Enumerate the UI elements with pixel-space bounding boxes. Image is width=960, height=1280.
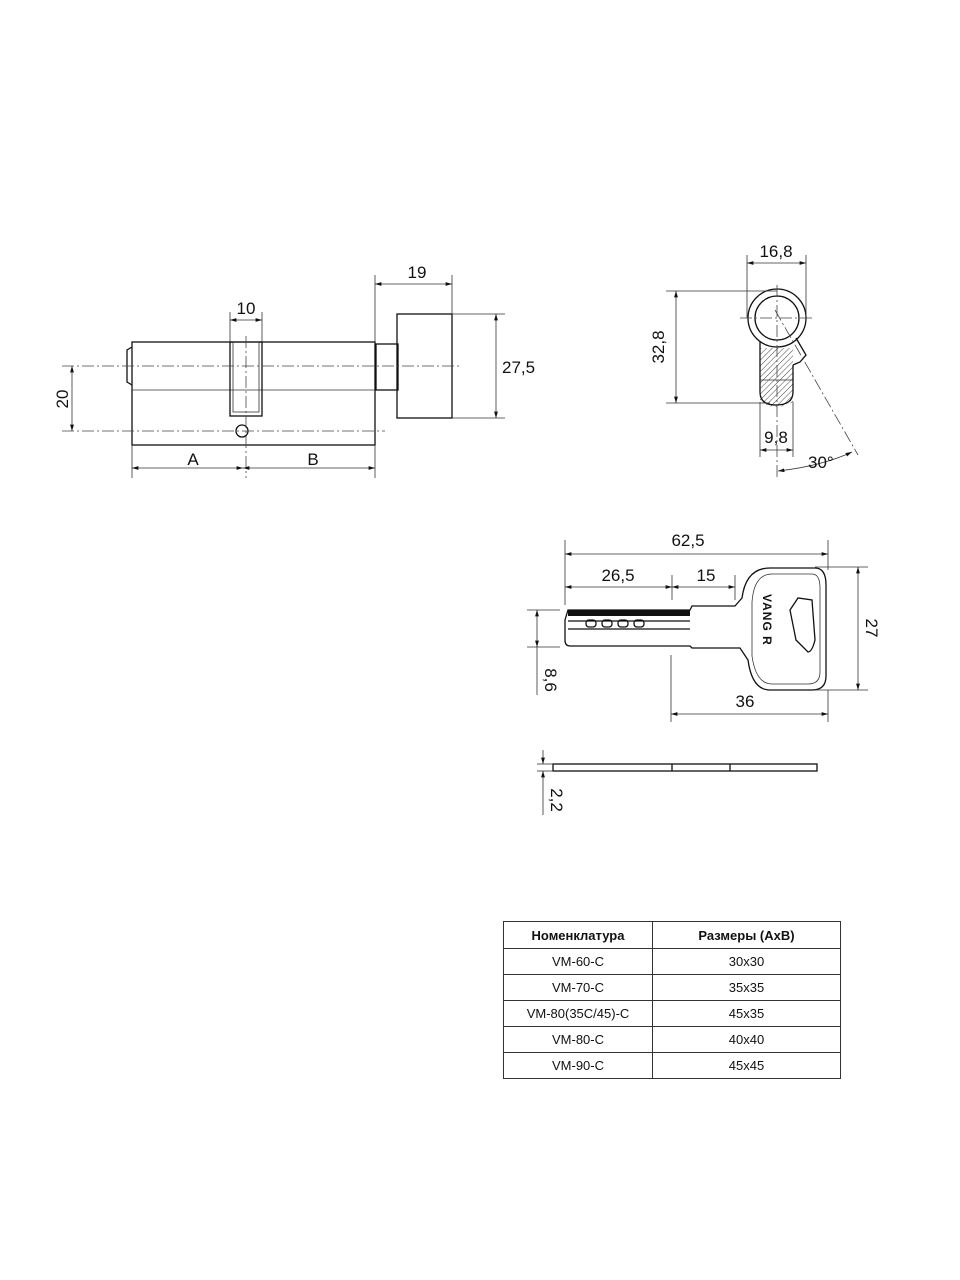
- cell-model: VM-60-C: [503, 948, 653, 975]
- dim-knob-height: 27,5: [502, 358, 535, 377]
- knob-neck: [375, 343, 399, 391]
- key-bow-hole: [789, 597, 816, 653]
- dim-key-bow-length: 36: [736, 692, 755, 711]
- cell-size: 30x30: [652, 948, 841, 975]
- dim-key-shoulder: 15: [697, 566, 716, 585]
- dim-side-a: A: [187, 450, 199, 469]
- key-thickness-view: [552, 763, 818, 772]
- table-header-row: Номенклатура Размеры (AxB): [503, 921, 841, 949]
- dim-profile-width: 16,8: [759, 242, 792, 261]
- header-nomenclature: Номенклатура: [503, 921, 653, 949]
- cell-model: VM-70-C: [503, 974, 653, 1001]
- dim-key-thickness: 2,2: [547, 788, 566, 812]
- cell-size: 35x35: [652, 974, 841, 1001]
- key-outline: [564, 567, 827, 691]
- dim-knob-width: 19: [408, 263, 427, 282]
- dim-key-total-length: 62,5: [671, 531, 704, 550]
- cell-model: VM-80(35C/45)-C: [503, 1000, 653, 1027]
- dim-axis-distance: 20: [53, 390, 72, 409]
- dim-key-bow-height: 27: [862, 619, 881, 638]
- cell-model: VM-90-C: [503, 1052, 653, 1079]
- cell-size: 45x35: [652, 1000, 841, 1027]
- cylinder-side-view: 10 19 27,5 20 A B: [53, 263, 535, 478]
- dim-profile-bottom-width: 9,8: [764, 428, 788, 447]
- cell-size: 40x40: [652, 1026, 841, 1053]
- dim-profile-height: 32,8: [649, 330, 668, 363]
- key-view: VANG R 62,5 26,5 15 27 8,6 36 2,2: [527, 531, 881, 815]
- cell-model: VM-80-C: [503, 1026, 653, 1053]
- dim-cam-width: 10: [237, 299, 256, 318]
- cylinder-profile-view: 16,8 32,8 9,8 30°: [649, 242, 859, 480]
- key-brand-logo: VANG R: [760, 594, 774, 646]
- header-sizes: Размеры (AxB): [652, 921, 841, 949]
- cell-size: 45x45: [652, 1052, 841, 1079]
- cylinder-body: [131, 341, 376, 446]
- dim-angle: 30°: [808, 453, 834, 472]
- dim-key-blade-height: 8,6: [541, 668, 560, 692]
- profile-outline: [759, 342, 794, 406]
- dim-key-blade-length: 26,5: [601, 566, 634, 585]
- dim-side-b: B: [307, 450, 318, 469]
